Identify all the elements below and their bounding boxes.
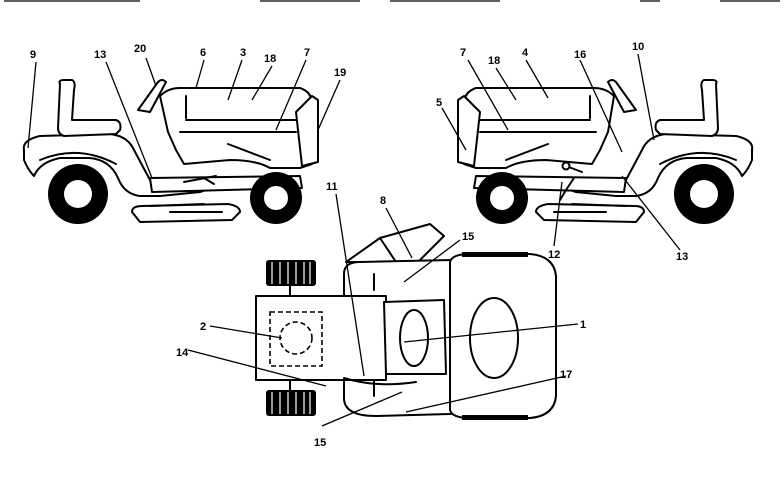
seat-left — [57, 79, 122, 137]
callout-7-right: 7 — [460, 47, 466, 59]
seat-right — [654, 79, 719, 137]
fuel-tank-outline — [269, 311, 323, 367]
hood-right — [463, 87, 615, 169]
callout-11: 11 — [326, 181, 338, 193]
steering-wheel-right — [607, 79, 637, 113]
grille-left — [295, 95, 319, 167]
callout-7-left: 7 — [304, 47, 310, 59]
callout-13-right: 13 — [676, 251, 688, 263]
tractor-left-side-view — [22, 79, 319, 224]
callout-18-left: 18 — [264, 53, 276, 65]
rear-tire-top — [266, 260, 316, 286]
callout-15-top: 15 — [462, 231, 474, 243]
callout-20: 20 — [134, 43, 146, 55]
rear-tire-bottom — [266, 390, 316, 416]
callout-3: 3 — [240, 47, 246, 59]
tractor-right-side-view — [457, 79, 754, 224]
callout-6: 6 — [200, 47, 206, 59]
header-strip — [0, 0, 784, 4]
seat-oval-small — [399, 309, 429, 367]
callout-8: 8 — [380, 195, 386, 207]
discharge-chute — [345, 223, 445, 263]
callout-16: 16 — [574, 49, 586, 61]
callout-17: 17 — [560, 369, 572, 381]
callout-4: 4 — [522, 47, 529, 59]
callout-19: 19 — [334, 67, 346, 79]
callout-2: 2 — [200, 321, 206, 333]
callout-10: 10 — [632, 41, 644, 53]
leader-lines — [27, 53, 681, 427]
callout-9: 9 — [30, 49, 36, 61]
callout-labels: 9 13 20 6 3 18 7 19 7 18 4 16 10 5 12 13… — [30, 41, 688, 449]
callout-12: 12 — [548, 249, 560, 261]
callout-13-left: 13 — [94, 49, 106, 61]
steering-wheel-left — [137, 79, 167, 113]
seat-oval-large — [469, 297, 519, 379]
callout-5: 5 — [436, 97, 442, 109]
callout-15-bottom: 15 — [314, 437, 326, 449]
callout-14: 14 — [176, 347, 189, 359]
callout-18-right: 18 — [488, 55, 500, 67]
grille-right — [457, 95, 481, 167]
tractor-top-view — [255, 223, 557, 420]
rear-body-top — [255, 295, 387, 381]
callout-1: 1 — [580, 319, 586, 331]
